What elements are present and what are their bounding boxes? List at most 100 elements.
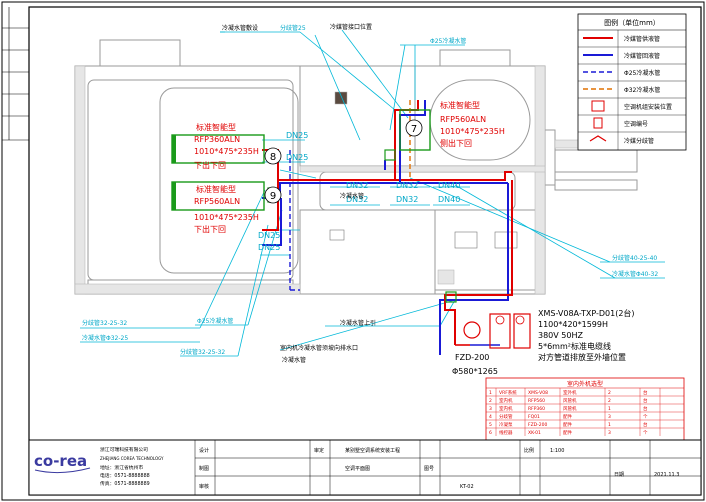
svg-text:冷凝泵: 冷凝泵 [499, 421, 513, 428]
svg-text:台: 台 [643, 421, 648, 428]
svg-text:Φ25冷凝水管: Φ25冷凝水管 [197, 317, 233, 325]
outdoor-size: 1100*420*1599H [538, 320, 608, 329]
svg-text:2: 2 [608, 390, 611, 396]
svg-text:3: 3 [608, 414, 611, 420]
callout-texts: 分歧管25 冷凝水管敷设 冷媒管接口位置 Φ25冷凝水管 分歧管40-25-40… [82, 23, 658, 364]
svg-text:DN32: DN32 [346, 195, 368, 204]
title-block: co-rea 浙江可瑞科技有限公司 ZHEJIANG COREA TECHNOL… [28, 439, 702, 496]
unit-8-model: RFP360ALN [194, 135, 240, 144]
svg-text:DN25: DN25 [286, 131, 308, 140]
svg-text:台: 台 [643, 397, 648, 404]
unit-7-model: RFP560ALN [440, 115, 486, 124]
unit-9-note: 下出下回 [194, 224, 226, 234]
unit-8-note: 下出下回 [194, 160, 226, 170]
svg-text:co-rea: co-rea [34, 452, 87, 470]
svg-text:室内机冷凝水管须坡向排水口: 室内机冷凝水管须坡向排水口 [280, 344, 358, 352]
svg-text:DN40: DN40 [438, 195, 460, 204]
svg-text:XMS-V08: XMS-V08 [528, 390, 548, 396]
svg-text:5: 5 [489, 422, 492, 428]
company-tel: 电话：0571-8888888 [100, 472, 150, 479]
outdoor-note: 对方管道排放至外墙位置 [538, 352, 626, 362]
company-name-en: ZHEJIANG COREA TECHNOLOGY [100, 456, 164, 461]
svg-text:1: 1 [489, 390, 492, 396]
outdoor-power: 380V 50HZ [538, 331, 583, 340]
unit-9-title: 标准智能型 [196, 184, 236, 194]
svg-text:分歧管32-25-32: 分歧管32-25-32 [180, 348, 225, 356]
table-title: 室内外机选型 [567, 380, 603, 388]
svg-text:DN32: DN32 [346, 181, 368, 190]
svg-text:台: 台 [643, 405, 648, 412]
unit-number-8: 8 [264, 147, 282, 165]
legend-item-number: 空调编号 [624, 120, 648, 128]
date-value: 2021.11.3 [654, 472, 679, 478]
outdoor-model: XMS-V08A-TXP-D01(2台) [538, 308, 635, 318]
indoor-unit-labels: 标准智能型 RFP360ALN 1010*475*235H 下出下回 标准智能型… [194, 100, 505, 234]
outdoor-unit [463, 313, 531, 349]
company-address: 地址：浙江省杭州市 [100, 464, 143, 471]
svg-text:FQ01: FQ01 [528, 414, 540, 420]
svg-text:冷凝水管敷设: 冷凝水管敷设 [222, 24, 258, 32]
svg-text:FZD-200: FZD-200 [528, 422, 547, 428]
svg-text:XK-01: XK-01 [528, 430, 541, 436]
label-designed: 设计 [199, 447, 209, 454]
svg-text:分歧管25: 分歧管25 [280, 24, 306, 32]
pump-model: FZD-200 [455, 353, 489, 362]
fixtures [329, 229, 518, 249]
project-name: 某别墅空调系统安装工程 [345, 447, 400, 454]
svg-text:2: 2 [489, 398, 492, 404]
label-drawn: 制图 [199, 465, 209, 472]
svg-text:DN25: DN25 [286, 153, 308, 162]
pump-size: Φ580*1265 [452, 367, 498, 376]
svg-text:DN32: DN32 [396, 195, 418, 204]
sheet-name: 空调平面图 [345, 465, 370, 472]
outdoor-cable: 5*6mm²标准电缆线 [538, 341, 611, 351]
label-approved: 审定 [314, 447, 324, 454]
svg-text:9: 9 [270, 191, 276, 202]
legend-item-supply: 冷媒管供液管 [624, 35, 660, 43]
svg-text:配件: 配件 [563, 429, 572, 436]
unit-7-size: 1010*475*235H [440, 127, 505, 136]
svg-text:1: 1 [608, 406, 611, 412]
unit-7-note: 侧出下回 [440, 138, 472, 148]
svg-text:冷媒管接口位置: 冷媒管接口位置 [330, 23, 372, 31]
unit-9-size: 1010*475*235H [194, 213, 259, 222]
svg-text:3: 3 [489, 406, 492, 412]
company-name: 浙江可瑞科技有限公司 [100, 446, 148, 453]
outdoor-unit-labels: XMS-V08A-TXP-D01(2台) 1100*420*1599H 380V… [452, 308, 635, 376]
svg-text:3: 3 [608, 430, 611, 436]
svg-text:配件: 配件 [563, 413, 572, 420]
svg-text:4: 4 [489, 414, 492, 420]
svg-text:个: 个 [643, 430, 648, 436]
svg-text:DN25: DN25 [258, 243, 280, 252]
legend-title: 图例（单位mm） [604, 18, 660, 27]
svg-text:分歧管40-25-40: 分歧管40-25-40 [612, 254, 657, 262]
svg-text:DN25: DN25 [258, 231, 280, 240]
svg-text:风管机: 风管机 [563, 405, 577, 412]
svg-text:冷凝水管Φ40-32: 冷凝水管Φ40-32 [612, 270, 658, 278]
svg-text:分歧管: 分歧管 [499, 413, 513, 420]
legend-item-unit: 空调机组安装位置 [624, 103, 672, 111]
svg-text:Φ25冷凝水管: Φ25冷凝水管 [430, 37, 466, 45]
svg-text:室内机: 室内机 [499, 405, 513, 412]
svg-text:1: 1 [608, 422, 611, 428]
company-fax: 传真：0571-8888889 [100, 480, 150, 487]
condensate-pipes [289, 100, 411, 291]
svg-text:8: 8 [270, 152, 276, 163]
svg-text:冷凝水管上引: 冷凝水管上引 [340, 319, 376, 327]
unit-8-size: 1010*475*235H [194, 147, 259, 156]
legend-item-return: 冷媒管回液管 [624, 52, 660, 60]
svg-text:台: 台 [643, 389, 648, 396]
svg-text:7: 7 [411, 124, 417, 135]
pipe-size-labels: DN25 DN25 DN25 DN25 DN32 DN32 DN32 DN32 … [258, 131, 460, 252]
legend-item-branch: 冷媒分歧管 [624, 137, 654, 145]
company-logo: co-rea [34, 452, 91, 474]
svg-text:分歧管32-25-32: 分歧管32-25-32 [82, 319, 127, 327]
svg-text:冷凝水管: 冷凝水管 [340, 192, 364, 200]
label-date: 日期 [614, 472, 624, 478]
legend-item-drain25: Φ25冷凝水管 [624, 69, 660, 77]
svg-text:DN40: DN40 [438, 181, 460, 190]
label-checked: 审核 [199, 483, 209, 490]
unit-number-9: 9 [264, 186, 282, 204]
